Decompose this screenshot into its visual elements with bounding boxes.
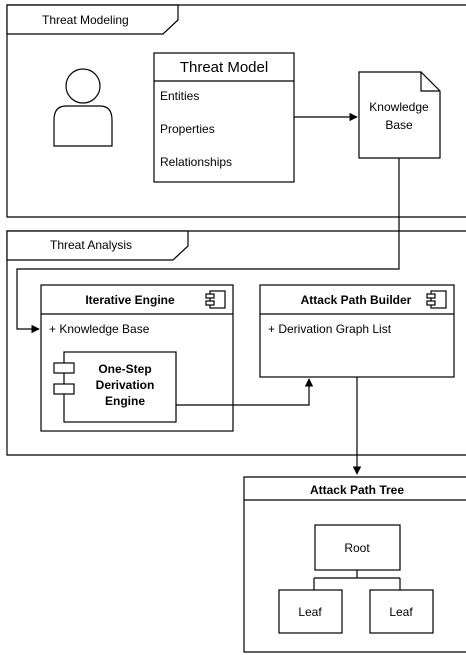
attack-path-builder-title: Attack Path Builder xyxy=(301,293,412,307)
threat-model-item: Entities xyxy=(160,89,199,103)
tree-leaf-label: Leaf xyxy=(389,605,413,619)
attack-path-tree-title: Attack Path Tree xyxy=(310,483,404,497)
connector-arrow xyxy=(176,378,314,406)
knowledge-base-document: Knowledge Base xyxy=(358,71,441,159)
threat-analysis-label: Threat Analysis xyxy=(50,238,132,252)
component-icon xyxy=(426,290,447,309)
tree-leaf-label: Leaf xyxy=(298,605,322,619)
one-step-derivation-engine: One-Step Derivation Engine xyxy=(53,351,177,423)
tree-connector xyxy=(313,570,401,590)
one-step-engine-label: Derivation xyxy=(96,378,155,392)
iterative-engine-title: Iterative Engine xyxy=(85,293,175,307)
one-step-engine-label: One-Step xyxy=(98,362,151,376)
attack-path-tree-frame: Attack Path Tree xyxy=(243,476,466,653)
tree-root-node: Root xyxy=(314,524,401,571)
knowledge-base-label: Knowledge xyxy=(369,100,429,114)
user-actor-icon xyxy=(53,68,113,147)
threat-model-box: Threat Model Entities Properties Relatio… xyxy=(153,52,295,183)
threat-model-item: Relationships xyxy=(160,155,232,169)
threat-analysis-frame: Threat Analysis xyxy=(6,230,466,456)
knowledge-base-label: Base xyxy=(385,118,413,132)
iterative-engine-attribute: + Knowledge Base xyxy=(49,322,150,336)
tree-root-label: Root xyxy=(344,541,370,555)
attack-path-builder-attribute: + Derivation Graph List xyxy=(268,322,392,336)
tree-leaf-node: Leaf xyxy=(369,589,434,634)
component-icon xyxy=(205,290,226,309)
one-step-engine-label: Engine xyxy=(105,394,145,408)
threat-modeling-label: Threat Modeling xyxy=(42,13,129,27)
threat-model-item: Properties xyxy=(160,122,215,136)
threat-model-title: Threat Model xyxy=(180,59,268,76)
attack-path-builder-component: Attack Path Builder + Derivation Graph L… xyxy=(259,284,455,378)
connector-arrow xyxy=(16,158,400,334)
threat-modeling-frame: Threat Modeling xyxy=(6,4,466,218)
tree-leaf-node: Leaf xyxy=(278,589,343,634)
